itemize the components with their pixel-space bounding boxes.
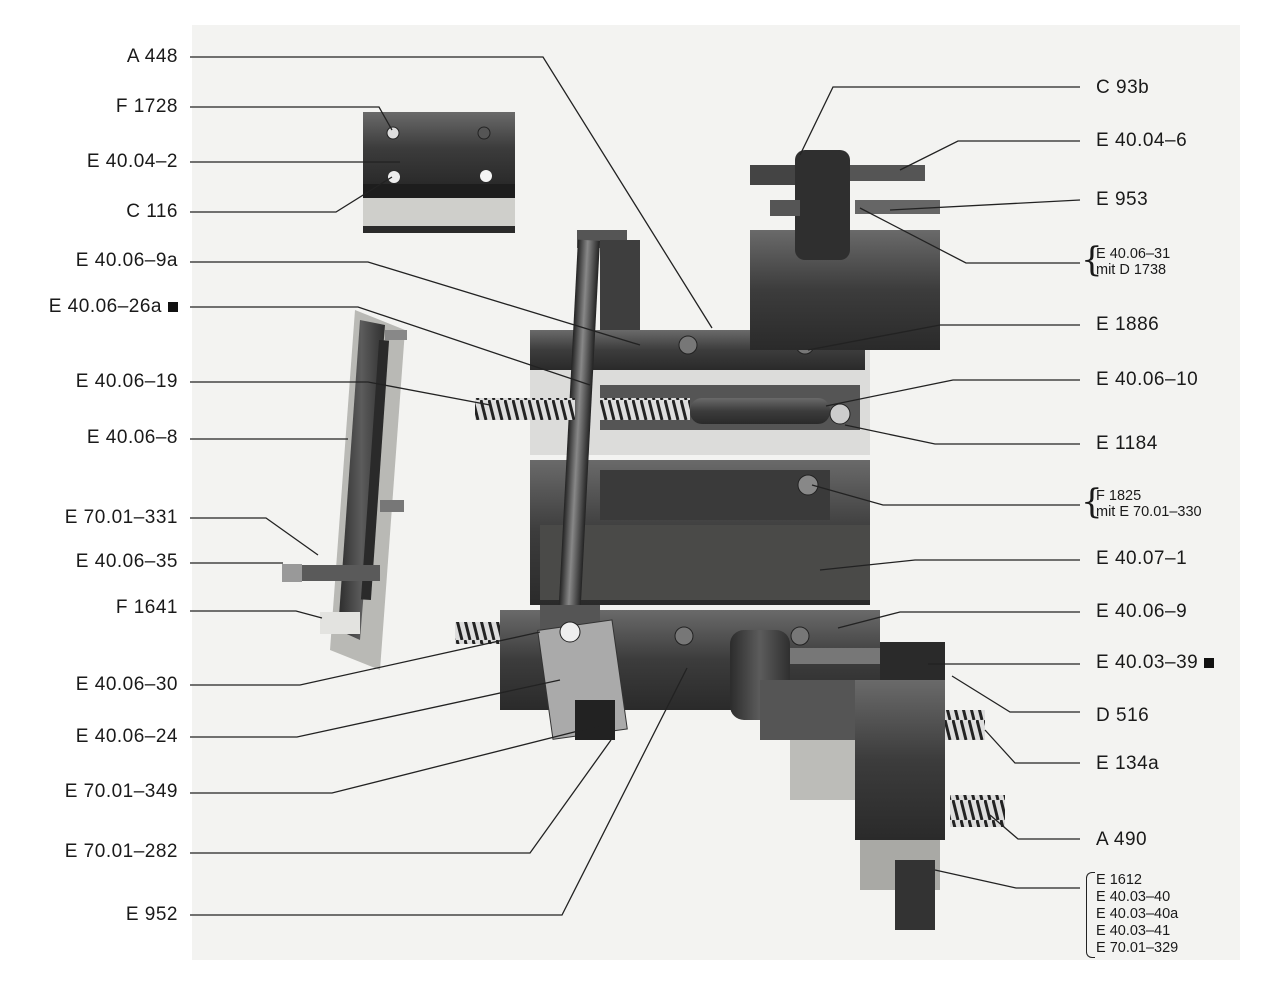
leader-E400626a — [190, 306, 591, 386]
leader-F1728 — [190, 106, 393, 131]
leader-A490 — [989, 814, 1080, 840]
group-3-line: E 40.03–40a — [1096, 906, 1179, 922]
marker-square-icon — [168, 301, 178, 312]
spring-mid — [600, 398, 690, 420]
label-group-1: E 40.06–31 mit D 1738 — [1096, 246, 1170, 278]
leader-F1641 — [190, 610, 323, 619]
label-E400630: E 40.06–30 — [75, 674, 178, 695]
label-C93b: C 93b — [1096, 77, 1150, 98]
leader-E7001331 — [190, 517, 319, 556]
label-D516: D 516 — [1096, 705, 1150, 726]
leader-C116 — [190, 176, 393, 213]
label-E40068: E 40.06–8 — [86, 427, 178, 448]
label-A490: A 490 — [1096, 829, 1148, 850]
top-right-assembly — [750, 150, 940, 350]
label-group-3: E 1612 E 40.03–40 E 40.03–40a E 40.03–41… — [1096, 872, 1178, 957]
label-E400619: E 40.06–19 — [75, 371, 178, 392]
label-E1184: E 1184 — [1096, 433, 1158, 454]
leader-g1 — [859, 207, 1080, 264]
label-E400339: E 40.03–39 — [1096, 652, 1215, 673]
group-1-line: mit D 1738 — [1096, 262, 1167, 278]
group-2-line: mit E 70.01–330 — [1096, 504, 1202, 520]
pin-head — [829, 403, 851, 425]
leader-E400630 — [190, 631, 541, 686]
leader-E7001282 — [190, 739, 612, 854]
label-E953: E 953 — [1096, 189, 1149, 210]
brace-icon — [1086, 872, 1095, 958]
leader-E134a — [984, 729, 1080, 764]
label-E40069a: E 40.06–9a — [75, 250, 178, 271]
label-E400626a: E 40.06–26a — [10, 297, 178, 316]
label-E400339-text: E 40.03–39 — [1096, 652, 1199, 673]
leader-E400610 — [825, 379, 1080, 407]
leader-E7001349 — [190, 724, 603, 794]
leader-g3 — [934, 869, 1080, 889]
label-E1886: E 1886 — [1096, 314, 1160, 335]
label-F1728: F 1728 — [115, 96, 178, 117]
group-3-line: E 40.03–40 — [1096, 889, 1171, 905]
spring-top — [475, 398, 575, 420]
spring-bottom — [455, 622, 500, 644]
label-E400626a-text: E 40.06–26a — [48, 296, 162, 317]
label-E7001282: E 70.01–282 — [64, 841, 178, 862]
leader-D516 — [951, 675, 1080, 713]
label-E952: E 952 — [125, 904, 178, 925]
leader-C93b — [799, 86, 1080, 156]
group-3-line: E 40.03–41 — [1096, 923, 1171, 939]
brace-icon: { — [1081, 240, 1103, 280]
group-2-line: F 1825 — [1096, 488, 1142, 504]
brace-icon: { — [1081, 482, 1103, 522]
label-E40069: E 40.06–9 — [1096, 601, 1188, 622]
leader-E40069 — [837, 611, 1080, 629]
label-F1641: F 1641 — [115, 597, 178, 618]
label-E40046: E 40.04–6 — [1096, 130, 1188, 151]
leader-E1184 — [844, 424, 1080, 445]
label-E40071: E 40.07–1 — [1096, 548, 1188, 569]
leader-E953 — [889, 199, 1081, 211]
leader-E952 — [190, 667, 688, 916]
leader-E40046 — [899, 140, 1080, 171]
leader-A448 — [190, 56, 713, 329]
label-E400635: E 40.06–35 — [75, 551, 178, 572]
leader-E40069a — [190, 261, 641, 346]
label-E400610: E 40.06–10 — [1096, 369, 1199, 390]
group-3-line: E 1612 — [1096, 872, 1142, 888]
label-E134a: E 134a — [1096, 753, 1160, 774]
rod-part — [537, 230, 640, 740]
label-group-2: F 1825 mit E 70.01–330 — [1096, 488, 1202, 520]
label-A448: A 448 — [126, 46, 178, 67]
label-E7001349: E 70.01–349 — [64, 781, 178, 802]
pin-part — [690, 398, 830, 424]
leader-E1886 — [807, 324, 1080, 351]
label-C116: C 116 — [126, 201, 178, 222]
leader-g2 — [811, 484, 1080, 506]
bottom-right-assembly — [730, 630, 1005, 930]
label-E400624: E 40.06–24 — [75, 726, 178, 747]
label-E7001331: E 70.01–331 — [64, 507, 178, 528]
group-3-line: E 70.01–329 — [1096, 940, 1179, 956]
leader-E400624 — [190, 679, 561, 738]
leader-E400619 — [190, 381, 491, 406]
label-E40042: E 40.04–2 — [86, 151, 178, 172]
side-plate-part — [282, 310, 407, 670]
leader-E40071 — [819, 559, 1080, 571]
group-1-line: E 40.06–31 — [1096, 246, 1171, 262]
marker-square-icon — [1204, 657, 1215, 668]
